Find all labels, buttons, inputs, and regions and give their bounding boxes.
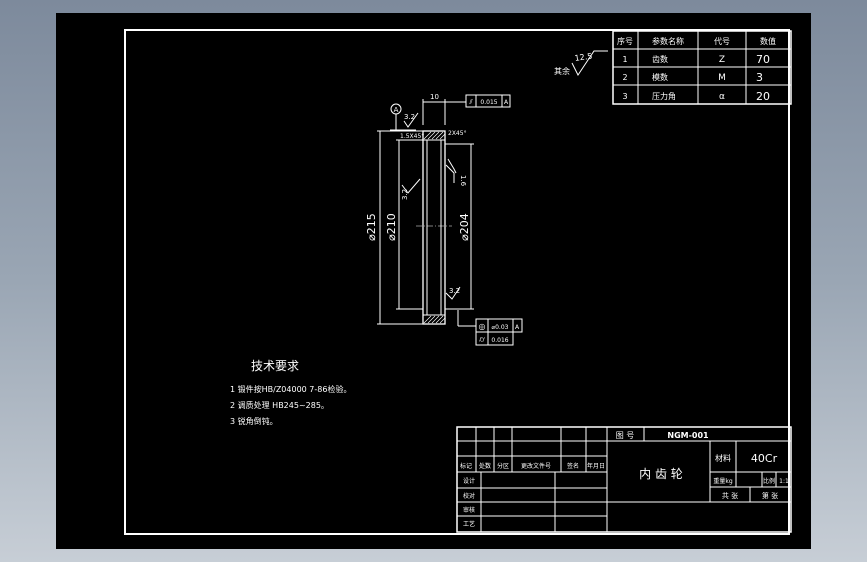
fcf-top: ⫽ 0.015 A	[465, 94, 511, 108]
title-block: 标记 处数 分区 更改文件号 签名 年月日 设计 校对 审核 工艺 图 号 NG…	[456, 426, 792, 533]
rough-left: 3.2	[401, 189, 409, 200]
param-row1-no: 1	[622, 55, 627, 64]
weight-label: 重量kg	[713, 477, 732, 485]
tech-req-title: 技术要求	[251, 359, 299, 373]
param-row3-name: 压力角	[652, 91, 676, 101]
tech-req-item-2: 2 调质处理 HB245~285。	[230, 400, 329, 410]
tech-req-item-3: 3 锐角倒钝。	[230, 416, 278, 426]
sign-row-design: 设计	[463, 477, 475, 485]
drawing-no: NGM-001	[667, 431, 709, 440]
param-row1-code: Z	[719, 55, 725, 65]
sheet-no: 第 张	[762, 491, 778, 500]
rev-header-docno: 更改文件号	[521, 462, 551, 470]
rough-bottom: 3.2	[449, 287, 460, 295]
fcf-bottom1-symbol: ◎	[479, 322, 486, 331]
part-name: 内 齿 轮	[639, 467, 683, 481]
param-row1-value: 70	[756, 53, 770, 66]
rev-header-count: 处数	[479, 462, 491, 470]
sign-row-review: 审核	[463, 506, 475, 514]
rev-header-sign: 签名	[567, 462, 579, 470]
surface-note-value: 12.5	[574, 52, 593, 63]
sheets-total: 共 张	[722, 491, 738, 500]
param-header-code: 代号	[714, 36, 730, 46]
fcf-bottom1-tol: ⌀0.03	[492, 324, 509, 331]
scale-label: 比例	[763, 477, 775, 485]
scale-value: 1:1	[779, 478, 789, 485]
rev-header-zone: 分区	[497, 462, 509, 470]
param-row1-name: 齿数	[652, 54, 668, 64]
param-row2-code: M	[718, 73, 726, 83]
tech-req-item-1: 1 锻件按HB/Z04000 7-86检验。	[230, 384, 351, 394]
drawing-no-label: 图 号	[616, 431, 635, 440]
rev-header-mark: 标记	[460, 462, 472, 470]
drawing-border	[124, 29, 790, 535]
fcf-top-datum: A	[504, 99, 509, 106]
dim-width-top: 10	[430, 93, 439, 101]
param-header-no: 序号	[617, 36, 633, 46]
dim-d-outer: ⌀215	[365, 213, 378, 241]
parameter-table: 序号 参数名称 代号 数值 1 齿数 Z 70 2 模数 M 3 3 压力角 α…	[612, 30, 792, 105]
material-label: 材料	[715, 453, 731, 463]
datum-label: A	[394, 106, 399, 114]
fcf-top-symbol: ⫽	[468, 98, 473, 106]
fcf-bottom2-symbol: ⌭	[479, 335, 485, 344]
param-row3-no: 3	[622, 92, 627, 101]
dim-d-inner: ⌀204	[458, 213, 471, 241]
surface-note-prefix: 其余	[554, 66, 570, 76]
rough-top: 3.2	[404, 113, 415, 121]
chamfer-right: 2X45°	[448, 130, 467, 137]
rough-right: 1.6	[459, 175, 467, 187]
param-row3-code: α	[719, 92, 725, 102]
material-value: 40Cr	[751, 452, 778, 465]
general-roughness-note: 其余 12.5	[554, 50, 608, 76]
fcf-bottom: ◎ ⌀0.03 A ⌭ 0.016	[475, 318, 523, 346]
param-header-name: 参数名称	[652, 36, 684, 46]
chamfer-left: 1.5X45°	[400, 133, 424, 140]
part-section-view: A 10 ⫽ 0.015 A 3.2 1.5X45° 2X4	[365, 93, 523, 346]
fcf-bottom2-tol: 0.016	[491, 337, 508, 344]
rev-header-date: 年月日	[587, 462, 605, 470]
fcf-bottom1-datum: A	[515, 324, 520, 331]
sign-row-process: 工艺	[463, 520, 475, 528]
sign-row-check: 校对	[463, 492, 475, 500]
drawing-canvas[interactable]: 序号 参数名称 代号 数值 1 齿数 Z 70 2 模数 M 3 3 压力角 α…	[56, 13, 811, 549]
fcf-top-tol: 0.015	[480, 99, 497, 106]
param-row2-value: 3	[756, 71, 763, 84]
param-header-value: 数值	[760, 36, 776, 46]
param-row3-value: 20	[756, 90, 770, 103]
param-row2-no: 2	[622, 73, 627, 82]
tech-requirements: 技术要求 1 锻件按HB/Z04000 7-86检验。 2 调质处理 HB245…	[230, 359, 351, 426]
dim-d-mid: ⌀210	[385, 213, 398, 241]
cad-viewport[interactable]: 序号 参数名称 代号 数值 1 齿数 Z 70 2 模数 M 3 3 压力角 α…	[56, 13, 811, 549]
param-row2-name: 模数	[652, 72, 668, 82]
